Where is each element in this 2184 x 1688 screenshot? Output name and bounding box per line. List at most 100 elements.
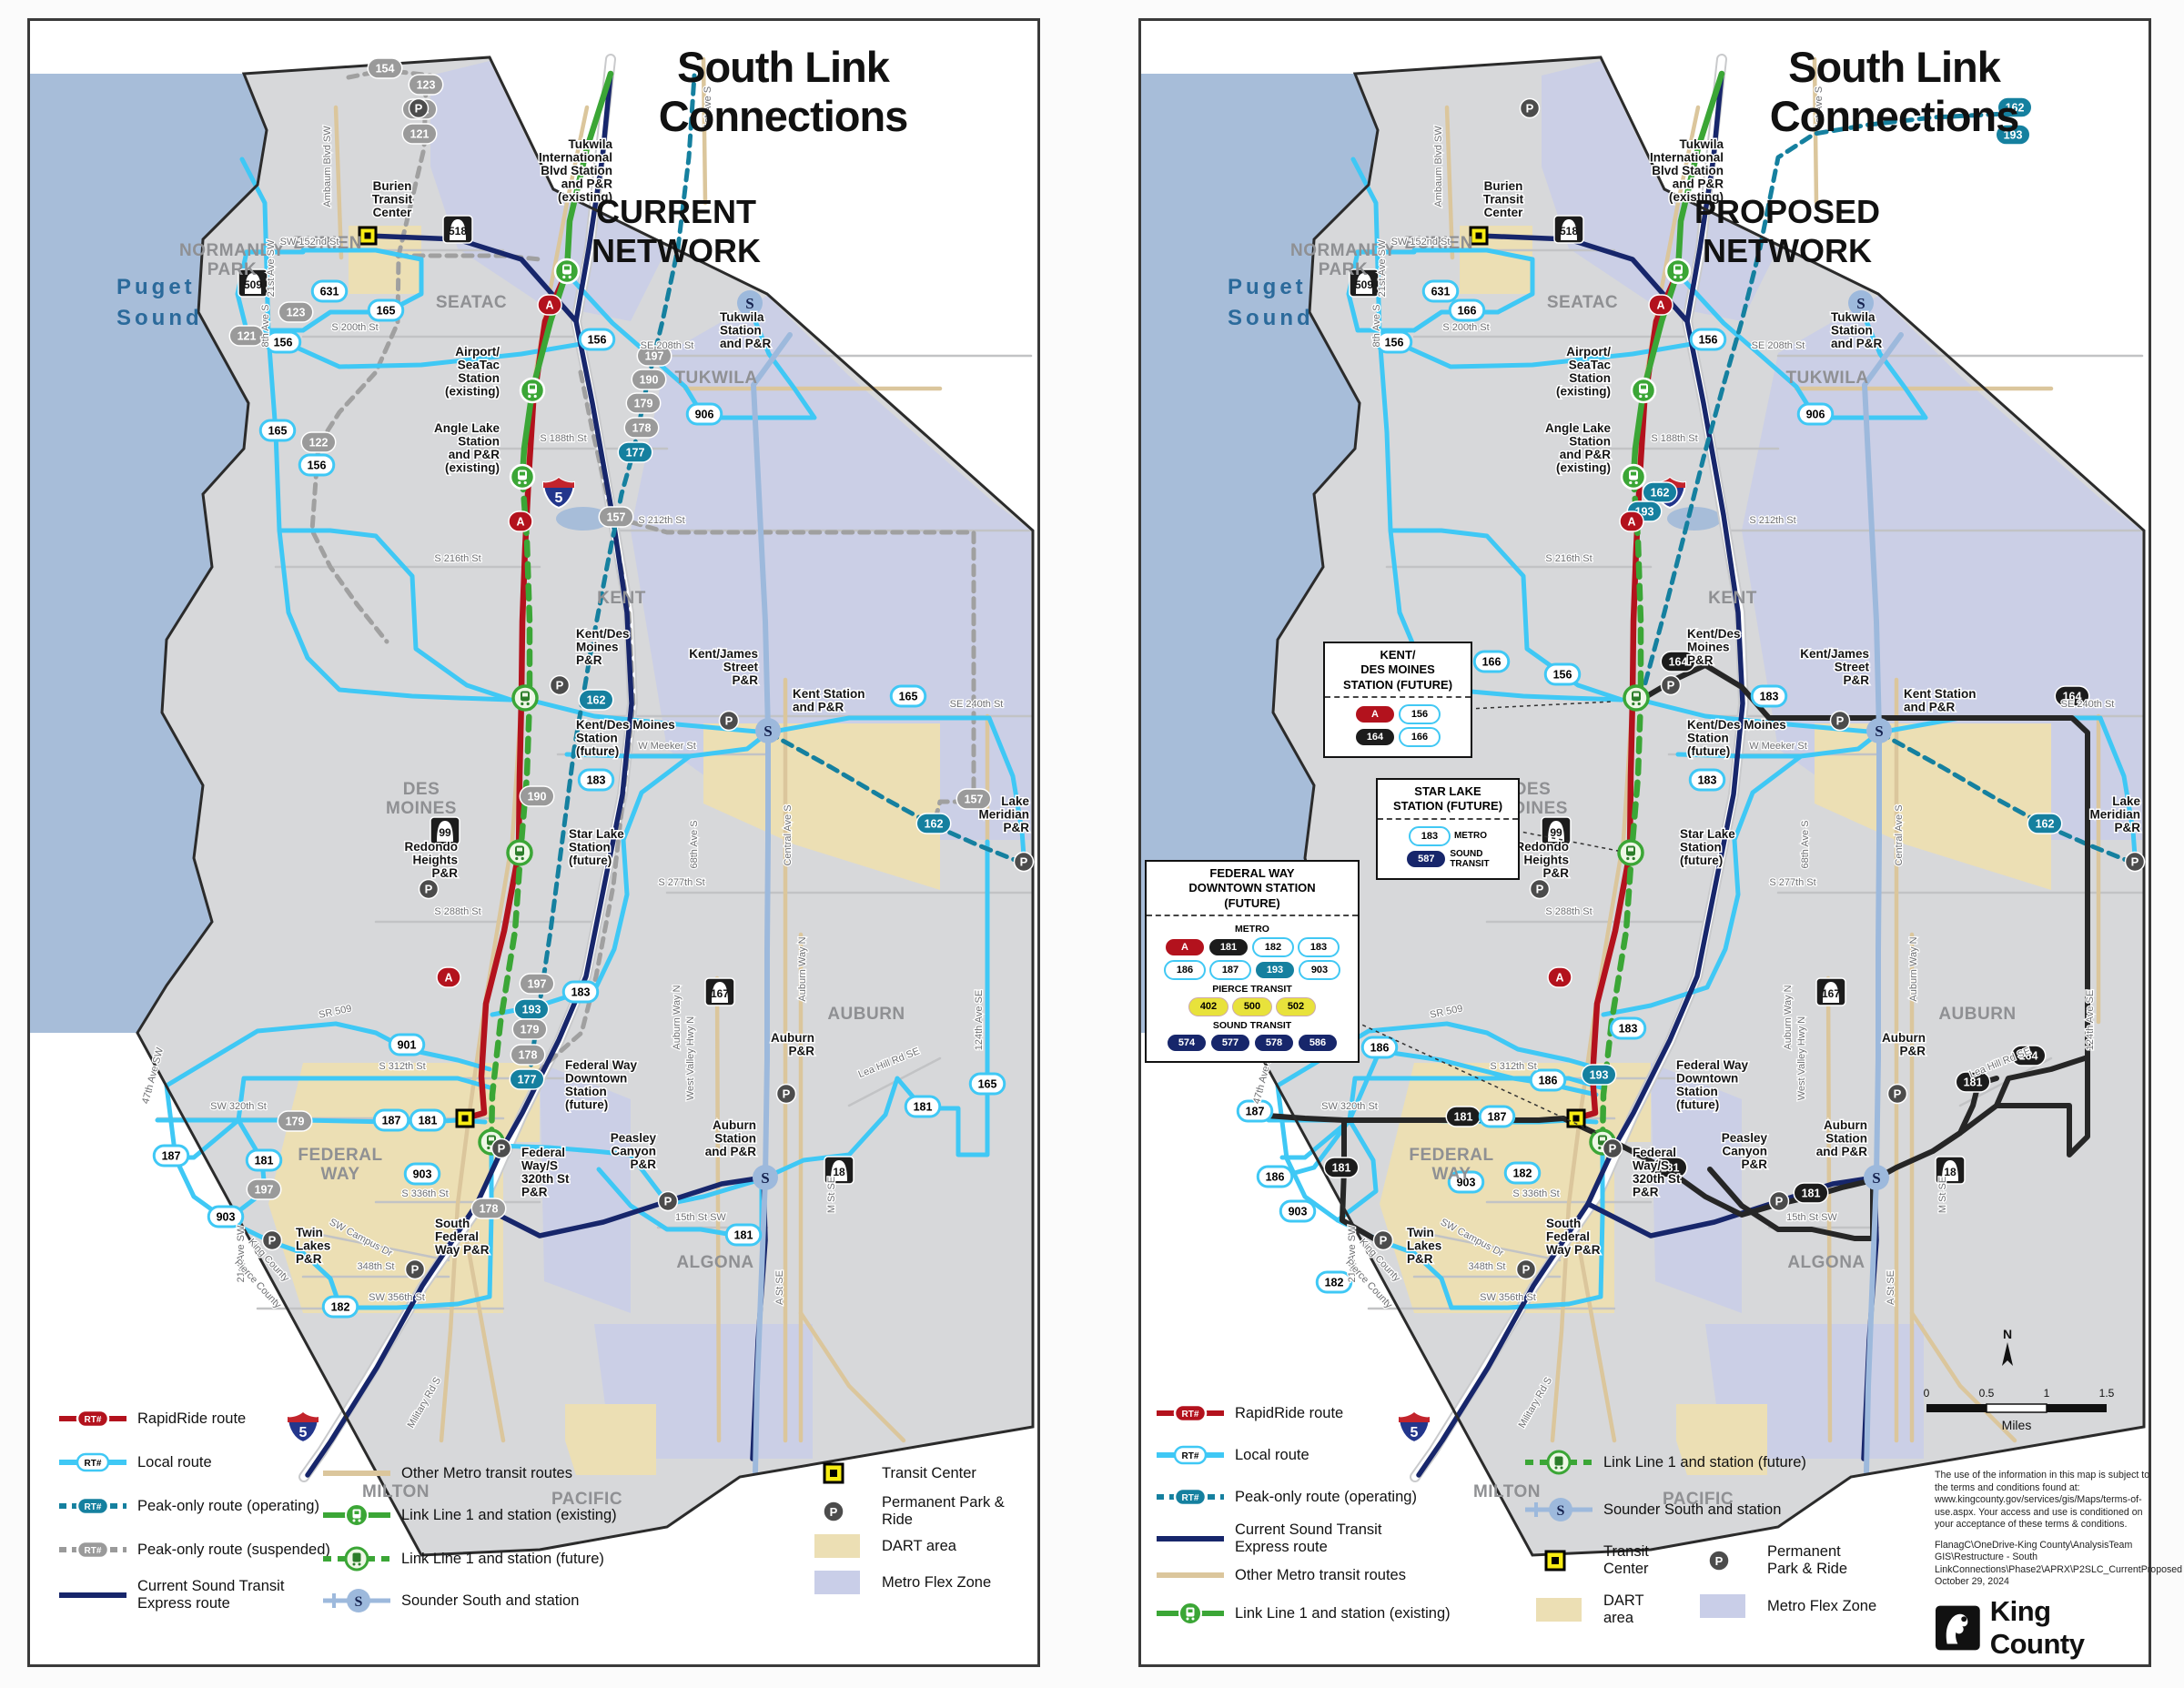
street-label: S 336th St [401, 1188, 448, 1199]
link-station-existing [553, 258, 581, 285]
route-badge-181: 181 [1793, 1182, 1829, 1204]
legend-label: Other Metro transit routes [1235, 1566, 1406, 1583]
svg-text:181: 181 [419, 1115, 438, 1127]
svg-text:156: 156 [1699, 334, 1718, 347]
svg-text:S: S [1856, 295, 1865, 312]
route-badge-903: 903 [1279, 1199, 1317, 1223]
svg-text:123: 123 [287, 307, 306, 319]
svg-text:183: 183 [1619, 1023, 1638, 1036]
legend-item-peak: RT# Peak-only route (operating) [1155, 1483, 1417, 1511]
route-badge-181: 181 [245, 1148, 283, 1172]
svg-text:P: P [1536, 883, 1544, 896]
svg-text:P: P [415, 102, 423, 116]
state-route-shield-167: 167 [1815, 977, 1846, 1006]
svg-text:197: 197 [645, 350, 664, 363]
svg-text:P: P [1894, 1087, 1902, 1101]
north-arrow: N [2002, 1327, 2013, 1366]
sounder-station: S [1848, 290, 1874, 316]
svg-text:181: 181 [1964, 1076, 1983, 1089]
street-label: SW 356th St [1480, 1292, 1536, 1303]
svg-text:P: P [1526, 102, 1534, 116]
svg-text:P: P [1020, 855, 1028, 869]
legend-label: Peak-only route (operating) [1235, 1488, 1417, 1505]
pr-legend-icon: P [823, 1501, 844, 1522]
panel-proposed-network: 518 509 99 5 5 167 181621936311661561569… [1138, 18, 2182, 1667]
svg-text:157: 157 [965, 793, 984, 806]
park-and-ride-icon: P [1660, 674, 1682, 696]
svg-text:193: 193 [2004, 129, 2023, 142]
svg-text:509: 509 [1355, 278, 1373, 291]
callout-route-badge-587: 587 [1406, 849, 1447, 868]
svg-text:193: 193 [522, 1004, 541, 1016]
route-badge-123: 123 [408, 74, 444, 96]
link-legend-icon [323, 1503, 390, 1527]
street-label: S 312th St [1490, 1061, 1536, 1072]
route-badge-903: 903 [207, 1205, 245, 1228]
svg-text:P: P [2131, 855, 2139, 869]
legend-item-dart: DART area [1523, 1592, 1644, 1627]
route-badge-179: 179 [625, 392, 662, 414]
svg-text:167: 167 [1822, 987, 1840, 1000]
route-badge-A: A [1619, 510, 1644, 532]
park-and-ride-icon: P [1529, 878, 1551, 900]
city-label: ALGONA [676, 1253, 753, 1272]
street-label: 15th St SW [1786, 1212, 1837, 1223]
route-badge-164: 164 [2054, 685, 2090, 707]
svg-text:903: 903 [217, 1211, 236, 1224]
state-route-shield-518: 518 [442, 215, 473, 244]
svg-text:P: P [664, 1195, 672, 1208]
svg-text:RT#: RT# [1182, 1493, 1199, 1503]
street-label: S 277th St [658, 877, 704, 888]
street-label: 124th Ave SE [974, 990, 985, 1050]
svg-text:193: 193 [1590, 1069, 1609, 1082]
route-badge-181: 181 [1323, 1157, 1360, 1178]
street-label: West Valley Hwy N [685, 1016, 696, 1101]
king-county-logo-mark [1935, 1605, 1980, 1651]
map-title-line1: South Link [677, 43, 890, 91]
svg-text:165: 165 [899, 691, 918, 703]
current-network-map: 518 509 99 5 5 167 181541231221216311651… [30, 54, 1035, 1557]
route-badge-183: 183 [577, 768, 615, 792]
legend-item-flex: Metro Flex Zone [1687, 1592, 1876, 1620]
svg-text:S: S [1872, 1169, 1880, 1187]
route-badge-181: 181 [409, 1108, 447, 1132]
rapid-legend-icon: RT# [1157, 1403, 1224, 1423]
proposed-network-map: 518 509 99 5 5 167 181621936311661561569… [1141, 54, 2146, 1557]
callout-agency-label: METRO [1453, 831, 1488, 842]
pr-legend-icon: P [1708, 1550, 1730, 1572]
svg-text:162: 162 [1651, 487, 1670, 500]
svg-text:903: 903 [1457, 1177, 1476, 1189]
street-label: Auburn Way N [1908, 936, 1919, 1001]
state-route-shield-509: 509 [1349, 268, 1380, 298]
legend-label: Link Line 1 and station (existing) [1235, 1604, 1451, 1622]
svg-text:P: P [1522, 1263, 1531, 1277]
park-and-ride-icon: P [549, 674, 571, 696]
king-county-logo: King County [1935, 1595, 2149, 1661]
svg-text:631: 631 [320, 286, 339, 298]
transit-center-icon [455, 1108, 475, 1128]
street-label: 68th Ave S [689, 820, 700, 868]
map-subtitle-line1: PROPOSED [1694, 193, 1881, 230]
svg-text:RT#: RT# [85, 1546, 102, 1556]
park-and-ride-icon: P [2124, 851, 2146, 873]
svg-text:S: S [1875, 723, 1883, 740]
sounder-station: S [1866, 718, 1892, 743]
route-badge-164: 164 [2010, 1045, 2047, 1066]
street-label: SW 152nd St [1391, 237, 1451, 248]
link-station-existing [1630, 377, 1657, 404]
transit-center-icon [1469, 226, 1489, 246]
city-label: TUKWILA [1785, 369, 1868, 388]
park-and-ride-icon: P [418, 878, 440, 900]
callout-route-badge-A: A [1355, 704, 1395, 724]
